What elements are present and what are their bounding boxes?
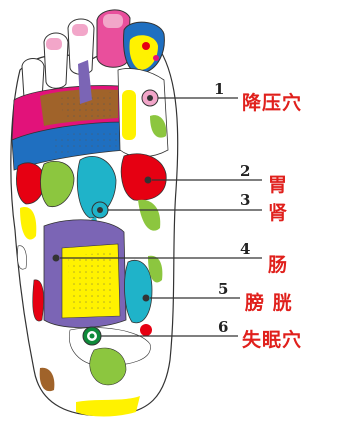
point-marker-4 [53, 255, 60, 262]
point-number-4: 4 [240, 240, 250, 258]
point-marker-2 [145, 177, 152, 184]
point-number-1: 1 [214, 80, 224, 98]
point-number-5: 5 [218, 280, 228, 298]
point-label-5: 膀 胱 [245, 288, 293, 315]
point-number-2: 2 [240, 162, 250, 180]
point-marker-5 [143, 295, 150, 302]
point-label-4: 肠 [268, 250, 288, 277]
point-label-3: 肾 [268, 198, 288, 225]
point-number-6: 6 [218, 318, 228, 336]
point-number-3: 3 [240, 191, 250, 209]
point-label-1: 降压穴 [242, 88, 302, 115]
point-label-6: 失眠穴 [242, 325, 302, 352]
point-label-2: 胃 [268, 170, 288, 197]
